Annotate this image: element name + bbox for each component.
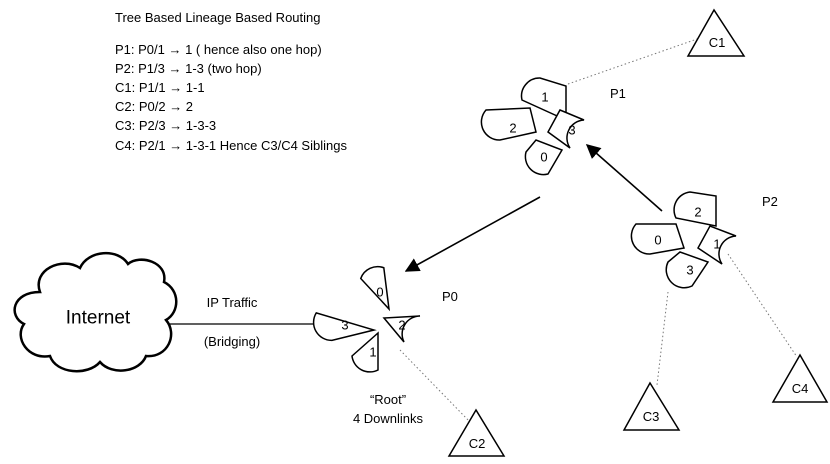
p0-port-top-number: 0 (376, 285, 383, 300)
root-label: “Root” (370, 392, 406, 407)
link-p0-c2 (399, 349, 471, 423)
p0-port-left-number: 3 (341, 318, 348, 333)
legend-line-c3: C3: P2/3 → 1-3-3 (115, 118, 216, 133)
p0-port-right-number: 2 (398, 318, 405, 333)
p1-port-top-number: 1 (541, 90, 548, 105)
leaf-c3-label: C3 (643, 409, 660, 424)
p2-port-right (697, 225, 737, 265)
leaf-c2: C2 (447, 408, 506, 457)
diagram-title: Tree Based Lineage Based Routing (115, 10, 321, 25)
internet-label: Internet (66, 308, 131, 329)
routing-legend: P1: P0/1 → 1 ( hence also one hop) P2: P… (115, 42, 347, 153)
node-p0: 0 3 2 1 P0 (312, 265, 458, 373)
p1-port-right-number: 3 (568, 123, 575, 138)
node-p2: 2 0 1 3 P2 (630, 191, 778, 289)
leaf-c4-triangle (771, 353, 829, 403)
leaf-c3: C3 (622, 381, 681, 431)
link-p2-c3 (656, 291, 669, 386)
node-p1: 1 2 3 0 P1 (480, 77, 626, 176)
leaf-c1-label: C1 (709, 35, 726, 50)
legend-line-c1: C1: P1/1 → 1-1 (115, 80, 205, 95)
p1-label: P1 (610, 86, 626, 101)
legend-line-p2: P2: P1/3 → 1-3 (two hop) (115, 61, 262, 76)
p0-label: P0 (442, 289, 458, 304)
p0-port-bottom (351, 331, 379, 373)
p1-port-right (547, 109, 585, 149)
internet-cloud: Internet (13, 251, 178, 373)
p2-port-top-number: 2 (694, 205, 701, 220)
p2-port-right-number: 1 (713, 237, 720, 252)
p1-port-bottom-number: 0 (540, 150, 547, 165)
leaf-c4: C4 (771, 353, 829, 403)
p2-port-left-number: 0 (654, 233, 661, 248)
p1-port-top (520, 77, 567, 122)
legend-line-c4: C4: P2/1 → 1-3-1 Hence C3/C4 Siblings (115, 138, 347, 153)
p2-port-bottom-number: 3 (686, 263, 693, 278)
leaf-c3-triangle (622, 381, 681, 431)
p1-port-bottom (524, 139, 564, 176)
leaf-c1: C1 (686, 8, 746, 57)
arrow-p2-to-p1 (585, 144, 663, 212)
p0-port-right (382, 315, 421, 343)
p2-port-top (673, 191, 717, 227)
p0-port-left (312, 312, 377, 342)
leaf-c4-label: C4 (792, 381, 809, 396)
link-p2-c4 (727, 253, 798, 358)
p2-port-bottom (665, 251, 710, 289)
p1-port-left-number: 2 (509, 121, 516, 136)
p0-port-top (359, 265, 391, 312)
legend-line-p1: P1: P0/1 → 1 ( hence also one hop) (115, 42, 322, 57)
p1-port-left (480, 107, 537, 141)
leaf-c1-triangle (686, 8, 746, 57)
leaf-c2-triangle (447, 408, 506, 457)
arrow-p1-to-p0 (404, 196, 541, 272)
link-p1-c1 (567, 37, 701, 85)
p2-label: P2 (762, 194, 778, 209)
bridging-label: (Bridging) (204, 334, 260, 349)
downlinks-label: 4 Downlinks (353, 411, 424, 426)
leaf-c2-label: C2 (469, 436, 486, 451)
p0-port-bottom-number: 1 (369, 345, 376, 360)
legend-line-c2: C2: P0/2 → 2 (115, 99, 193, 114)
ip-traffic-label: IP Traffic (207, 295, 258, 310)
p2-port-left (630, 223, 685, 255)
